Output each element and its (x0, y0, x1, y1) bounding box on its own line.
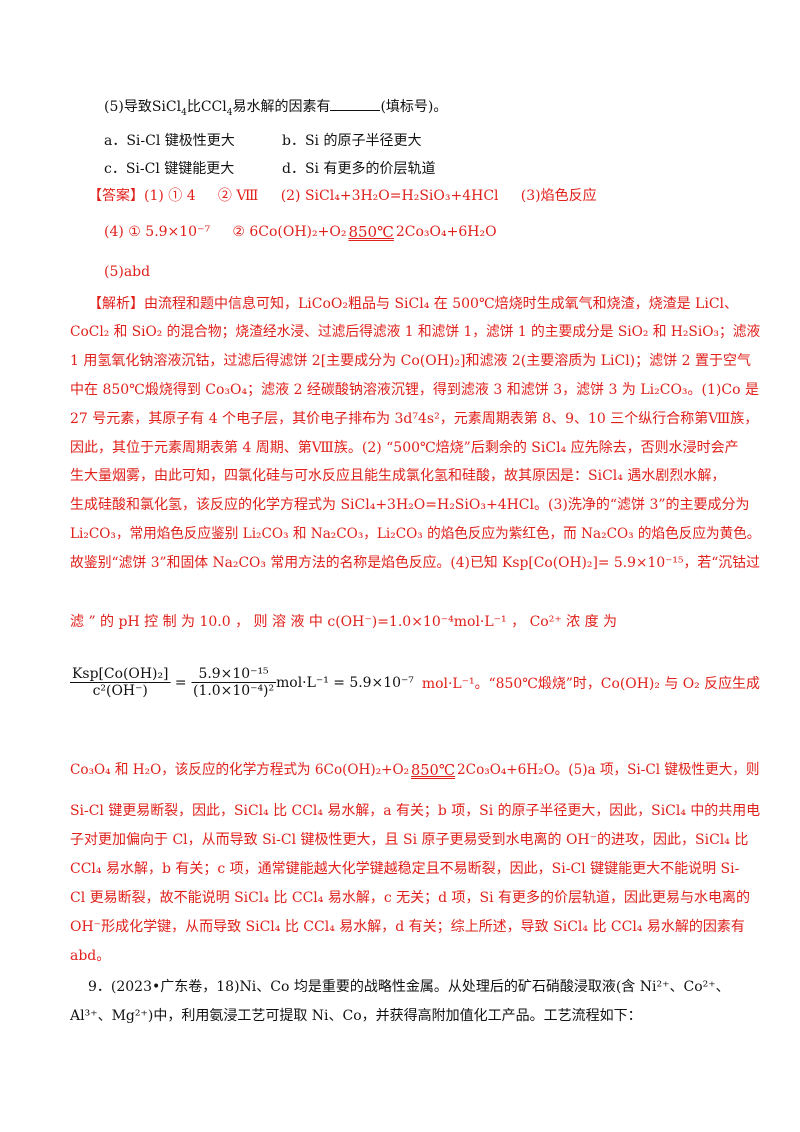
option-d: d．Si 有更多的价层轨道 (282, 161, 436, 177)
option-a: a．Si-Cl 键极性更大 (104, 133, 235, 149)
analysis-line-10: 故鉴别“滤饼 3”和固体 Na₂CO₃ 常用方法的名称是焰色反应。(4)已知 K… (70, 555, 760, 571)
analysis-line-16: Cl 更易断裂，故不能说明 SiCl₄ 比 CCl₄ 易水解，c 无关；d 项，… (70, 890, 751, 906)
fraction-value: 5.9×10⁻¹⁵ (1.0×10⁻⁴)² (191, 666, 277, 699)
option-b: b．Si 的原子半径更大 (282, 133, 422, 149)
q9-line-2: Al³⁺、Mg²⁺)中，利用氨浸工艺可提取 Ni、Co，并获得高附加值化工产品。… (70, 1008, 642, 1024)
analysis-line-2: CoCl₂ 和 SiO₂ 的混合物；烧渣经水浸、过滤后得滤液 1 和滤饼 1，滤… (70, 324, 761, 340)
answer-line-1: 【答案】(1) ① 4 ② Ⅷ (2) SiCl₄+3H₂O=H₂SiO₃+4H… (88, 188, 597, 204)
analysis-line-4: 中在 850℃煅烧得到 Co₃O₄；滤液 2 经碳酸钠溶液沉锂，得到滤液 3 和… (70, 382, 759, 398)
analysis-line-8: 生成硅酸和氯化氢，该反应的化学方程式为 SiCl₄+3H₂O=H₂SiO₃+4H… (70, 497, 750, 513)
analysis-line-18: abd。 (70, 948, 111, 964)
reaction-condition: 850℃ (348, 222, 394, 241)
analysis-line-14: 子对更加偏向于 Cl，从而导致 Si-Cl 键极性更大，且 Si 原子更易受到水… (70, 832, 749, 848)
analysis-line-13: Si-Cl 键更易断裂，因此，SiCl₄ 比 CCl₄ 易水解，a 有关；b 项… (70, 803, 761, 819)
option-c: c．Si-Cl 键键能更大 (104, 161, 235, 177)
answer-blank (330, 98, 381, 111)
answer-line-3: (5)abd (104, 264, 151, 280)
answer-label: 【答案】 (88, 188, 144, 204)
analysis-line-17: OH⁻形成化学键，从而导致 SiCl₄ 比 CCl₄ 易水解，d 有关；综上所述… (70, 919, 745, 935)
analysis-line-5: 27 号元素，其原子有 4 个电子层，其价电子排布为 3d⁷4s²，元素周期表第… (70, 411, 759, 427)
analysis-line-11: 滤 ” 的 pH 控 制 为 10.0 ， 则 溶 液 中 c(OH⁻)=1.0… (70, 614, 618, 630)
fraction-ksp: Ksp[Co(OH)₂] c²(OH⁻) (70, 666, 171, 699)
analysis-line-1: 【解析】由流程和题中信息可知，LiCoO₂粗品与 SiCl₄ 在 500℃焙烧时… (88, 296, 739, 312)
analysis-line-7: 生大量烟雾，由此可知，四氯化硅与可水反应且能生成氯化氢和硅酸，故其原因是：SiC… (70, 468, 726, 484)
q5-stem: (5)导致SiCl4比CCl4易水解的因素有(填标号)。 (104, 98, 448, 118)
reaction-condition-2: 850℃ (411, 760, 456, 779)
math-expression: Ksp[Co(OH)₂] c²(OH⁻) = 5.9×10⁻¹⁵ (1.0×10… (70, 666, 760, 699)
analysis-line-9: Li₂CO₃，常用焰色反应鉴别 Li₂CO₃ 和 Na₂CO₃，Li₂CO₃ 的… (70, 526, 761, 542)
analysis-line-3: 1 用氢氧化钠溶液沉钴，过滤后得滤饼 2[主要成分为 Co(OH)₂]和滤液 2… (70, 353, 751, 369)
q9-line-1: 9．(2023•广东卷，18)Ni、Co 均是重要的战略性金属。从处理后的矿石硝… (88, 979, 730, 995)
analysis-label: 【解析】 (88, 296, 144, 312)
analysis-line-15: CCl₄ 易水解，b 有关；c 项，通常键能越大化学键越稳定且不易断裂，因此，S… (70, 861, 740, 877)
analysis-line-6: 因此，其位于元素周期表第 4 周期、第Ⅷ族。(2) “500℃焙烧”后剩余的 S… (70, 440, 739, 456)
